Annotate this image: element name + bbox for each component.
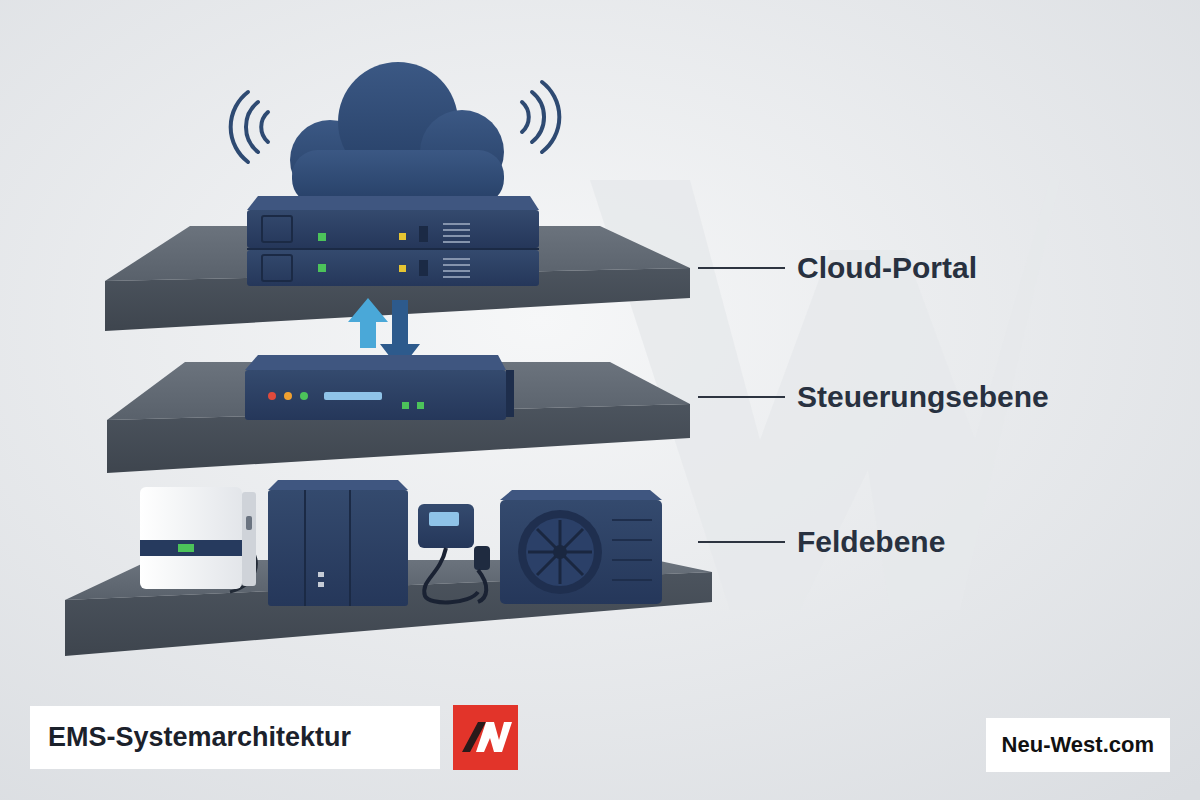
layer-label: Steuerungsebene	[797, 380, 1049, 414]
wireless-signal	[231, 82, 560, 162]
controller-box	[245, 355, 514, 420]
wallbox-charger	[418, 504, 490, 602]
inverter-cabinet	[268, 480, 408, 606]
cloud-icon	[290, 62, 504, 205]
battery-storage	[140, 487, 256, 592]
server-stack	[247, 196, 539, 286]
brand-logo	[453, 705, 518, 770]
brand-name: Neu-West.com	[986, 718, 1170, 772]
control-slab	[107, 362, 690, 473]
layer-label: Cloud-Portal	[797, 251, 977, 285]
diagram-title: EMS-Systemarchitektur	[30, 706, 440, 769]
layer-label: Feldebene	[797, 525, 945, 559]
heat-pump	[500, 490, 662, 604]
leader-line	[698, 268, 785, 542]
